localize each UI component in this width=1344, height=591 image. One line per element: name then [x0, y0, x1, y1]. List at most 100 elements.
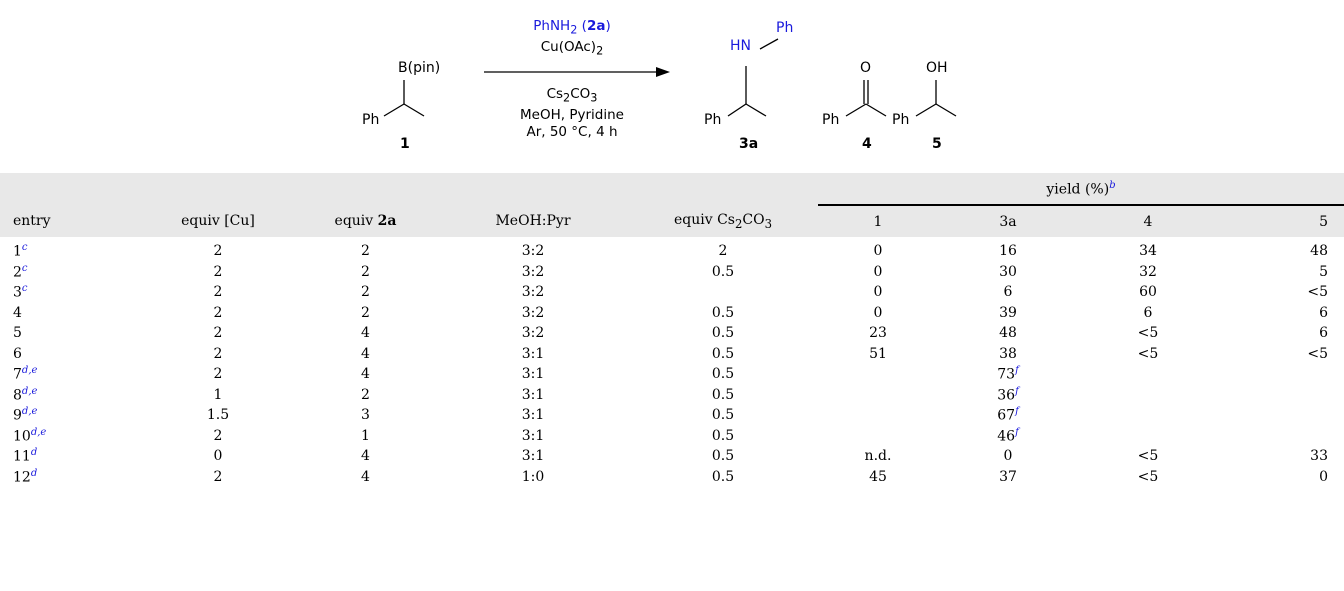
compound-1-skeleton [383, 80, 425, 117]
product-5-phenyl-label: Ph [892, 112, 910, 128]
cell-entry: 10d,e [13, 426, 47, 445]
cell-equiv-cs2co3: 0.5 [711, 263, 735, 280]
cell-yield-5 [1218, 426, 1344, 447]
product-5-number: 5 [932, 136, 942, 152]
cell-entry: 4 [13, 304, 22, 321]
cell-equiv-cs2co3 [628, 282, 818, 303]
cell-entry: 7d,e [13, 365, 38, 384]
cell-equiv-2a: 2 [361, 284, 370, 301]
cell-meoh-pyr: 3:1 [521, 427, 545, 444]
col-yield-1: 1 [818, 205, 938, 237]
table-row: 8d,e 1 2 3:1 0.5 36f [0, 385, 1344, 406]
product-3a-phenyl-label: Ph [704, 112, 722, 128]
yield-group-header: yield (%)b [818, 173, 1344, 206]
cell-yield-5: 6 [1319, 325, 1328, 342]
cell-equiv-cs2co3: 0.5 [711, 386, 735, 403]
cell-entry: 8d,e [13, 385, 38, 404]
cell-equiv-2a: 4 [361, 448, 370, 465]
compound-1-number: 1 [400, 136, 410, 152]
cell-yield-4 [1078, 385, 1218, 406]
cell-yield-4: 32 [1139, 263, 1157, 280]
cell-entry: 1c [13, 242, 28, 261]
cell-equiv-cu: 2 [213, 325, 223, 342]
cell-equiv-cs2co3: 0.5 [711, 345, 735, 362]
cell-yield-3a: 6 [1003, 284, 1013, 301]
cell-equiv-2a: 4 [361, 345, 370, 362]
cell-yield-3a: 16 [999, 243, 1017, 260]
cell-yield-1: 0 [873, 263, 883, 280]
cell-meoh-pyr: 1:0 [521, 468, 545, 485]
product-4-oxygen-label: O [860, 60, 872, 76]
cell-yield-1 [818, 405, 938, 426]
cell-yield-3a: 38 [999, 345, 1017, 362]
col-yield-5: 5 [1218, 205, 1344, 237]
cell-yield-4: <5 [1137, 468, 1159, 485]
cell-yield-4 [1078, 405, 1218, 426]
cell-yield-3a: 36f [997, 385, 1019, 404]
cell-meoh-pyr: 3:2 [521, 263, 545, 280]
cell-meoh-pyr: 3:2 [521, 304, 545, 321]
cell-equiv-cu: 2 [213, 427, 223, 444]
cell-yield-1: 0 [873, 304, 883, 321]
cell-equiv-cs2co3: 0.5 [711, 468, 735, 485]
cell-equiv-cu: 2 [213, 304, 223, 321]
cell-equiv-2a: 2 [361, 386, 370, 403]
cell-yield-4 [1078, 426, 1218, 447]
cell-equiv-cu: 2 [213, 263, 223, 280]
cell-equiv-cs2co3: 0.5 [711, 366, 735, 383]
cell-meoh-pyr: 3:1 [521, 386, 545, 403]
cell-yield-3a: 73f [997, 365, 1019, 384]
cell-entry: 2c [13, 262, 28, 281]
cell-yield-4 [1078, 364, 1218, 385]
copper-catalyst: Cu(OAc)2 [540, 38, 604, 58]
cell-yield-1: 23 [869, 325, 887, 342]
cell-yield-1: 0 [873, 243, 883, 260]
cell-equiv-cu: 2 [213, 243, 223, 260]
cell-yield-5: 5 [1319, 263, 1328, 280]
cell-yield-5 [1218, 364, 1344, 385]
cell-yield-5: 33 [1310, 448, 1328, 465]
cell-equiv-cs2co3: 0.5 [711, 325, 735, 342]
col-yield-4: 4 [1078, 205, 1218, 237]
cell-yield-1 [818, 364, 938, 385]
col-equiv-cs2co3: equiv Cs2CO3 [628, 205, 818, 237]
product-5-hydroxyl-label: OH [926, 60, 948, 76]
base-reagent: Cs2CO3 [546, 86, 598, 105]
reagents-above-arrow: PhNH2 (2a) Cu(OAc)2 [482, 18, 662, 59]
cell-equiv-cu: 2 [213, 284, 223, 301]
cell-yield-5: <5 [1307, 284, 1328, 301]
cell-equiv-cu: 1 [213, 386, 223, 403]
cell-yield-4: <5 [1137, 345, 1159, 362]
col-yield-3a: 3a [938, 205, 1078, 237]
solvent-text: MeOH, Pyridine [520, 106, 624, 123]
cell-yield-3a: 48 [999, 325, 1017, 342]
header-row-columns: entry equiv [Cu] equiv 2a MeOH:Pyr equiv… [0, 205, 1344, 237]
col-entry: entry [0, 205, 143, 237]
product-3a-number: 3a [739, 136, 759, 152]
conditions-below-arrow: Cs2CO3 MeOH, Pyridine Ar, 50 °C, 4 h [482, 86, 662, 141]
cell-yield-5: 6 [1319, 304, 1328, 321]
product-3a-nphenyl-label: Ph [776, 20, 794, 36]
cell-yield-3a: 37 [999, 468, 1017, 485]
cell-meoh-pyr: 3:2 [521, 243, 545, 260]
cell-equiv-2a: 4 [361, 468, 370, 485]
cell-equiv-cu: 1.5 [206, 407, 230, 424]
optimization-table: yield (%)b entry equiv [Cu] equiv 2a MeO… [0, 173, 1344, 487]
cell-meoh-pyr: 3:1 [521, 448, 545, 465]
cell-yield-3a: 67f [997, 406, 1019, 425]
cell-yield-5: <5 [1307, 345, 1328, 362]
cell-equiv-cs2co3: 0.5 [711, 427, 735, 444]
product-4-phenyl-label: Ph [822, 112, 840, 128]
reaction-arrow [484, 67, 670, 77]
product-4-skeleton [845, 80, 887, 117]
cell-equiv-cs2co3: 0.5 [711, 407, 735, 424]
amine-reagent: PhNH2 (2a) [533, 18, 611, 37]
cell-equiv-cu: 2 [213, 366, 223, 383]
